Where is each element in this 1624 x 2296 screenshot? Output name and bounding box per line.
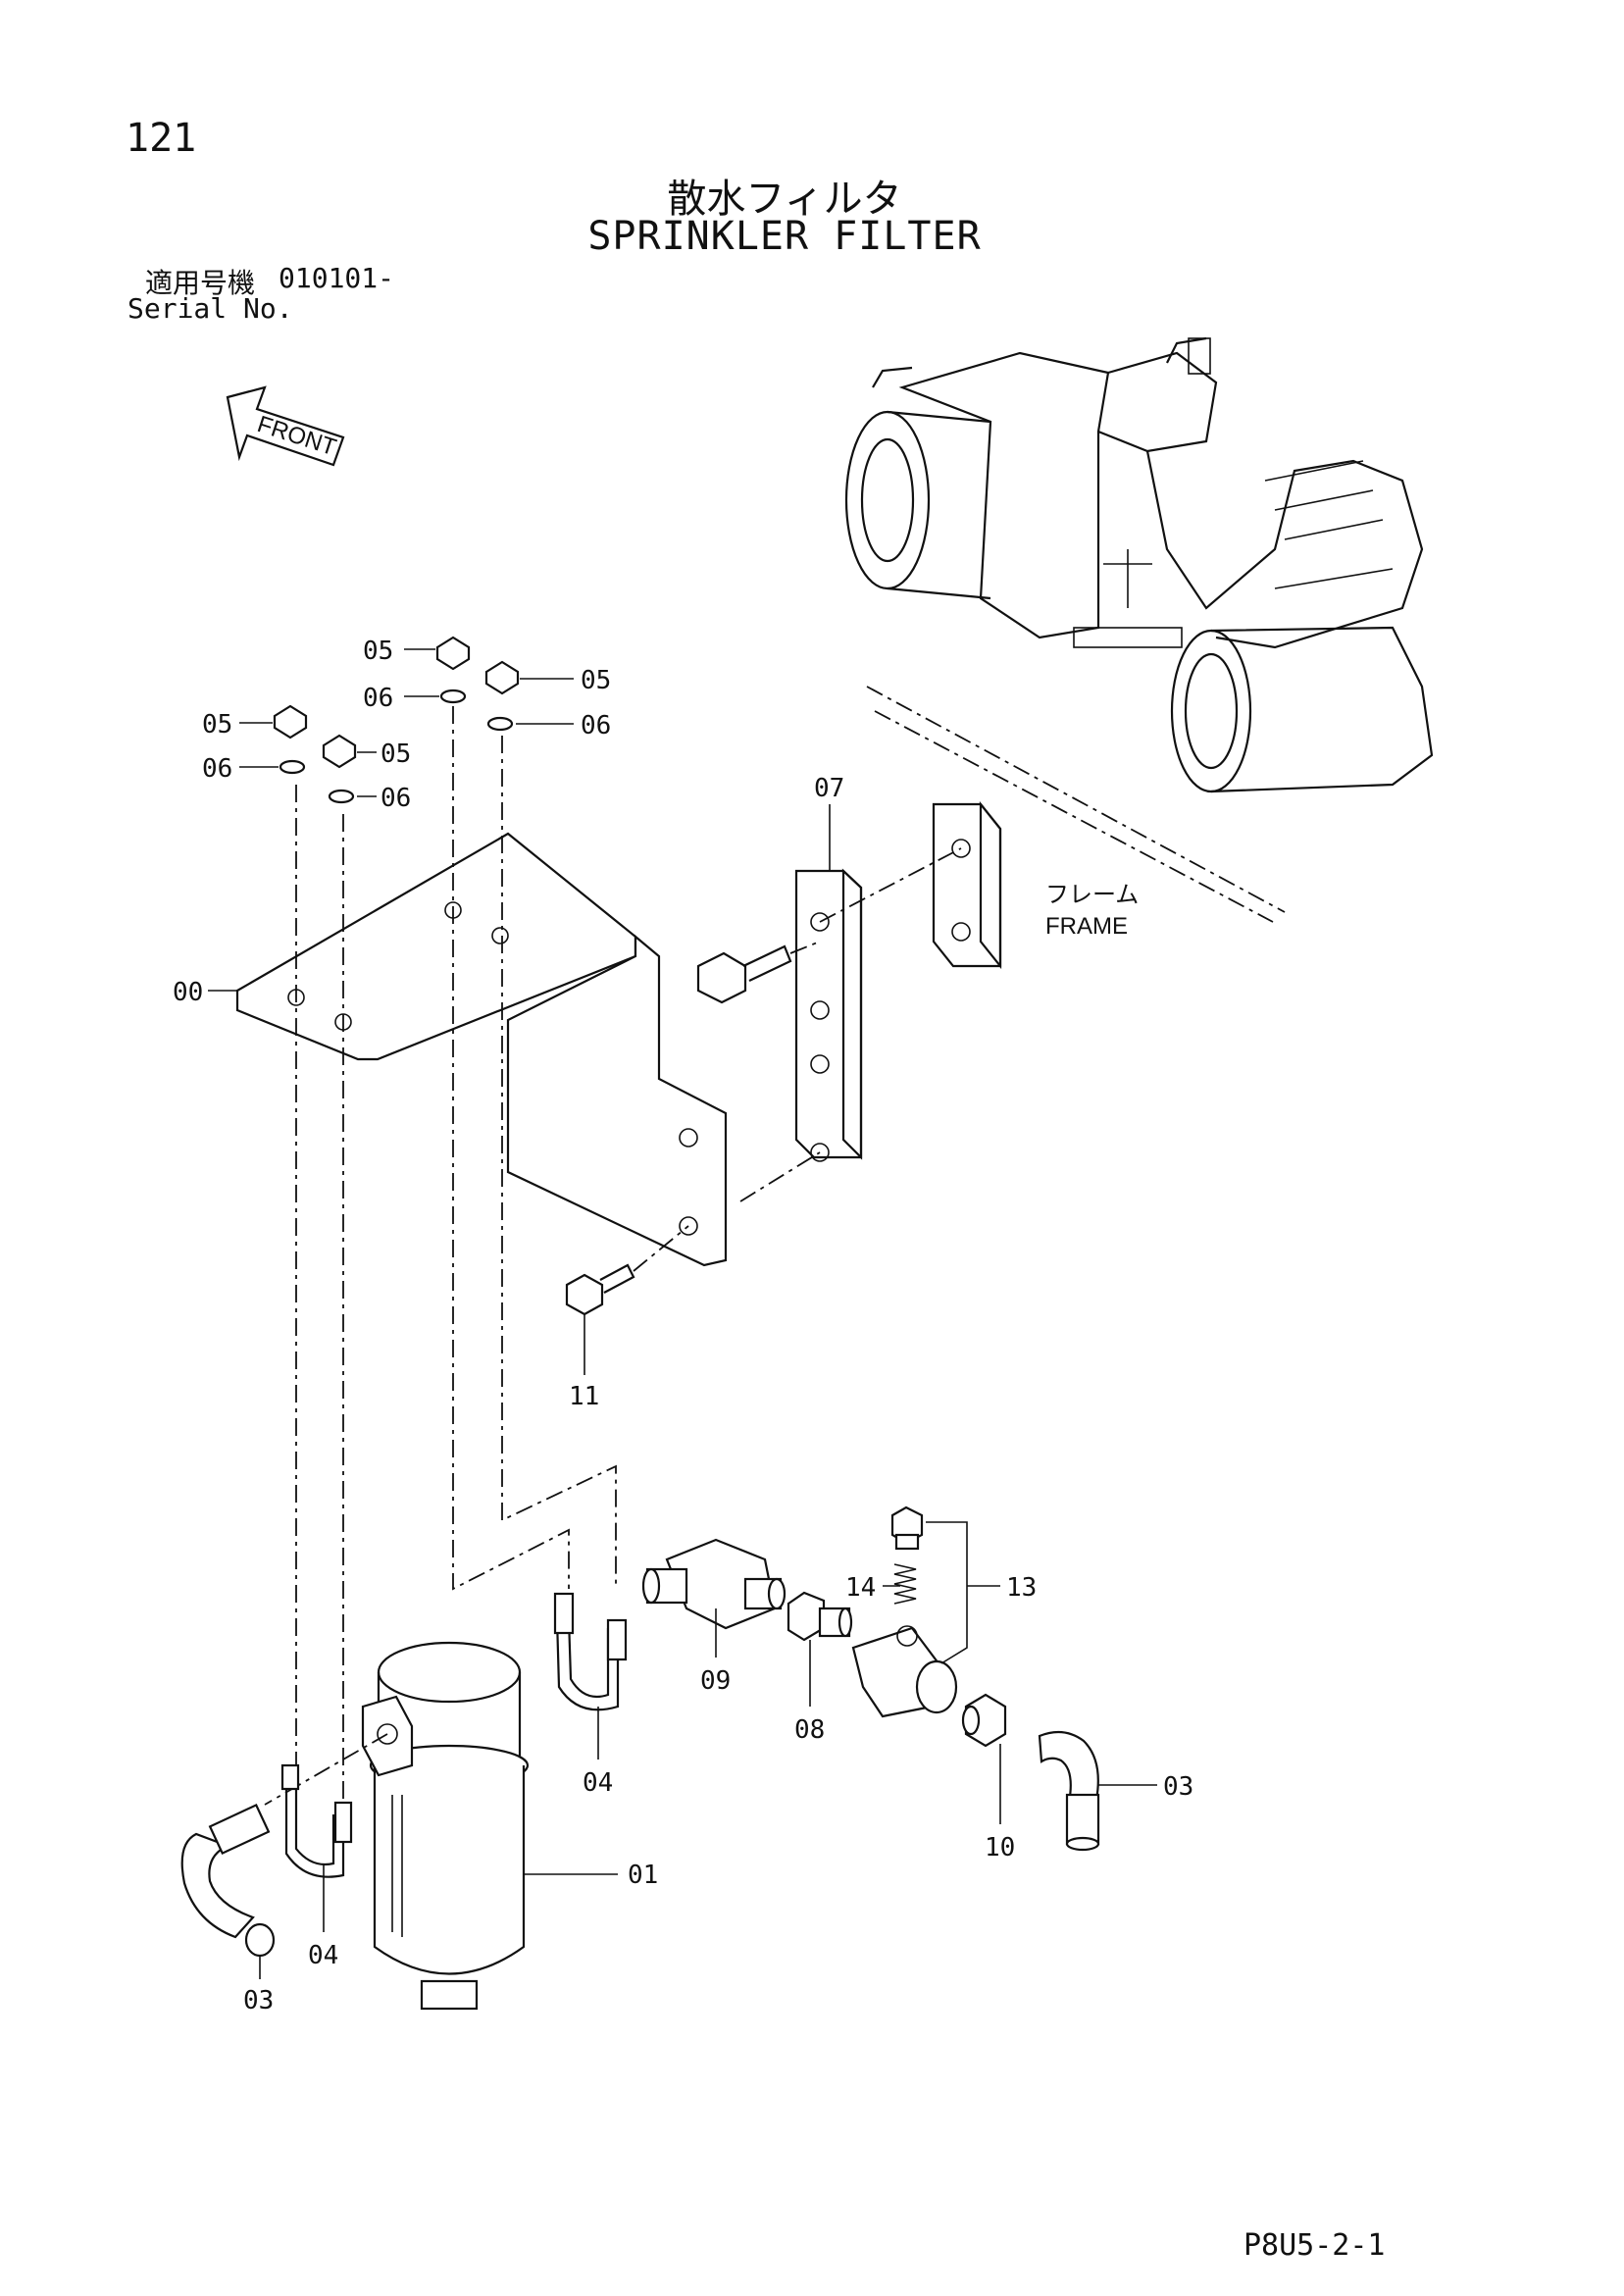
elbow-fitting	[641, 1538, 787, 1630]
nut-washer-stack	[273, 636, 520, 804]
callout-07: 07	[814, 774, 844, 803]
callout-00: 00	[173, 978, 203, 1007]
frame-plate	[932, 800, 1002, 970]
hex-bolt	[565, 1225, 689, 1316]
hose-elbow-left	[180, 1803, 276, 1958]
callout-06: 06	[381, 784, 411, 813]
hose-elbow-right	[1038, 1730, 1100, 1852]
flange-bolt	[696, 941, 821, 1004]
relief-valve-body	[851, 1625, 958, 1718]
callout-06: 06	[202, 754, 232, 784]
callout-14: 14	[845, 1573, 876, 1603]
hose-barb-fitting-left	[280, 1763, 353, 1878]
callout-11: 11	[569, 1382, 599, 1411]
serial-label-english: Serial No.	[127, 292, 293, 325]
document-code: P8U5-2-1	[1243, 2228, 1386, 2263]
callout-09: 09	[700, 1666, 731, 1696]
callout-05: 05	[381, 740, 411, 769]
relief-cap-bolt	[890, 1505, 924, 1551]
callout-03: 03	[1163, 1772, 1193, 1802]
hose-barb-fitting-right	[553, 1592, 628, 1711]
page-title-japanese: 散水フィルタ	[667, 177, 902, 222]
callout-04: 04	[583, 1768, 613, 1798]
callout-01: 01	[628, 1861, 658, 1890]
front-arrow-icon: FRONT	[226, 385, 345, 467]
callout-06: 06	[581, 711, 611, 740]
serial-value: 010101-	[279, 262, 395, 294]
callout-leaders	[208, 648, 1157, 1979]
page-title-english: SPRINKLER FILTER	[587, 214, 982, 259]
callout-08: 08	[794, 1715, 825, 1745]
mounting-bracket	[235, 832, 728, 1267]
spacer-plate	[739, 847, 962, 1202]
callout-03: 03	[243, 1986, 274, 2015]
callout-05: 05	[581, 666, 611, 695]
relief-spring	[893, 1563, 917, 1605]
callout-05: 05	[363, 637, 393, 666]
front-label: FRONT	[254, 411, 339, 461]
callout-05: 05	[202, 710, 232, 740]
hex-adapter	[961, 1693, 1007, 1748]
callout-04: 04	[308, 1941, 338, 1970]
stud-centerlines	[295, 706, 617, 1805]
serial-label-japanese: 適用号機	[145, 267, 256, 299]
callout-13: 13	[1006, 1573, 1037, 1603]
frame-reference-line	[866, 686, 1286, 923]
frame-label-english: FRAME	[1045, 913, 1128, 940]
water-filter-assembly	[264, 1641, 530, 2011]
callout-06: 06	[363, 684, 393, 713]
hex-nipple	[787, 1591, 853, 1642]
page-number: 121	[126, 116, 197, 161]
frame-label-japanese: フレーム	[1045, 882, 1139, 908]
callout-10: 10	[985, 1833, 1015, 1862]
roller-machine-illustration	[844, 336, 1434, 793]
